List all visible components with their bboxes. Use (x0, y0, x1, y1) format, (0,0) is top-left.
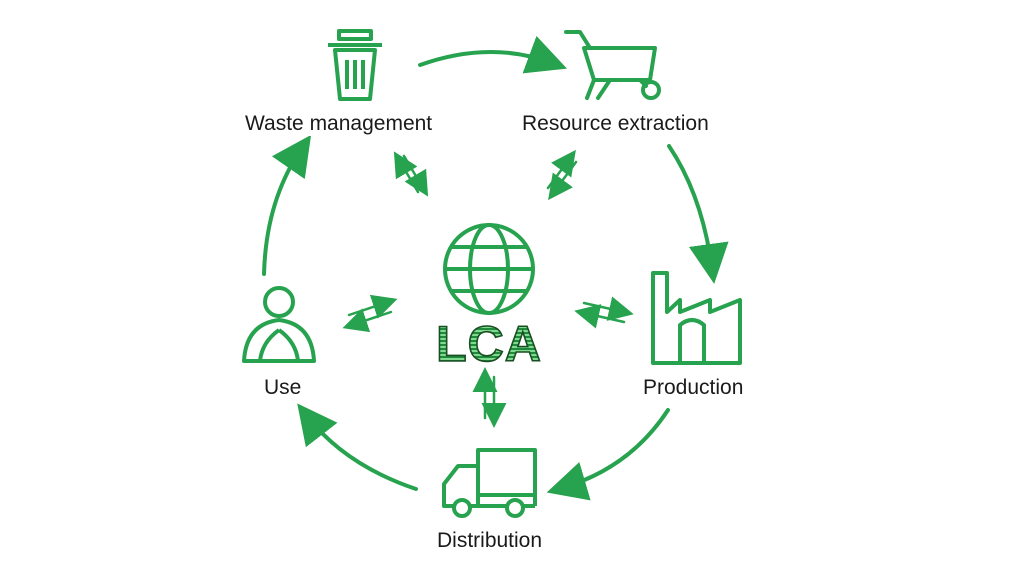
factory-icon (651, 271, 742, 365)
bidirectional-arrow-use (342, 294, 398, 333)
arrow-use-to-waste (262, 134, 312, 276)
bidirectional-arrow-resource (546, 149, 578, 201)
stage-label-production: Production (640, 376, 747, 400)
bidirectional-arrow-production (574, 296, 634, 329)
stage-label-use: Use (261, 376, 305, 400)
arrow-distribution-to-use (297, 403, 418, 491)
truck-icon (442, 448, 537, 518)
bidirectional-arrow-distribution (472, 367, 507, 428)
stage-label-waste-management: Waste management (242, 112, 436, 136)
trash-bin-icon (328, 29, 382, 101)
arrow-waste-to-resource (418, 35, 568, 74)
stage-label-resource-extraction: Resource extraction (519, 112, 712, 136)
globe-icon (443, 223, 535, 315)
arrow-resource-to-production (667, 144, 729, 284)
bidirectional-arrow-waste (393, 151, 429, 197)
lca-center-label: LCA (436, 316, 542, 372)
stage-label-distribution: Distribution (434, 529, 546, 553)
arrow-production-to-distribution (546, 408, 670, 501)
wheelbarrow-icon (564, 30, 661, 100)
person-icon (242, 286, 316, 363)
